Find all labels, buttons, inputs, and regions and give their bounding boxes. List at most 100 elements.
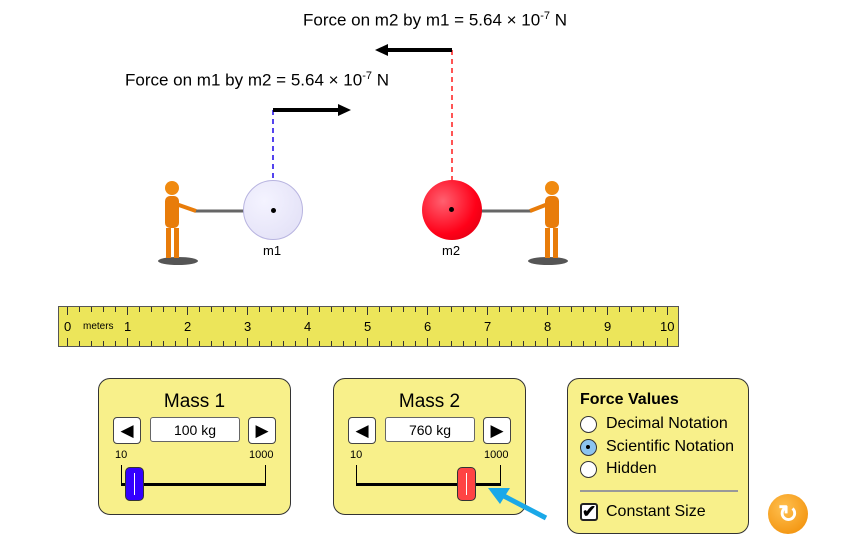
ruler-tick [487, 307, 488, 315]
ruler-tick [607, 338, 608, 346]
mass-2-ball[interactable] [422, 180, 482, 240]
ruler-tick [103, 341, 104, 346]
ruler-tick [655, 307, 656, 312]
hint-arrow-icon [488, 488, 548, 521]
ruler-tick [79, 341, 80, 346]
ruler-label: 10 [660, 319, 675, 334]
force-text: Force on m1 by m2 = 5.64 × 10 [125, 70, 363, 90]
mass-1-panel: Mass 1 ◀ 100 kg ▶ 10 1000 [98, 378, 291, 515]
constant-size-checkbox[interactable]: ✔ [580, 502, 598, 521]
ruler-label: 9 [604, 319, 612, 334]
ruler-tick [67, 307, 68, 315]
ruler-tick [583, 341, 584, 346]
decimal-notation-radio[interactable] [580, 416, 597, 433]
ruler-tick [91, 307, 92, 312]
simulation-scene [158, 44, 568, 265]
ruler-tick [175, 307, 176, 312]
slider-min-label: 10 [350, 449, 363, 461]
ruler-tick [667, 338, 668, 346]
ruler-tick [187, 307, 188, 315]
mass-1-label: m1 [263, 243, 282, 258]
ruler-tick [379, 307, 380, 312]
mass-2-label: m2 [442, 243, 461, 258]
ruler-tick [619, 341, 620, 346]
ruler-tick [319, 341, 320, 346]
ruler-label: 6 [424, 319, 432, 334]
ruler-tick [511, 307, 512, 312]
decrease-mass-2-button[interactable]: ◀ [348, 417, 376, 444]
decimal-notation-label[interactable]: Decimal Notation [606, 415, 728, 432]
ruler-tick [427, 307, 428, 315]
ruler-tick [475, 307, 476, 312]
ruler-tick [115, 307, 116, 312]
ruler-tick [427, 338, 428, 346]
ruler-tick [163, 307, 164, 312]
reset-icon: ↻ [777, 500, 799, 528]
force-text: Force on m2 by m1 = 5.64 × 10 [303, 10, 541, 30]
ruler-label: 4 [304, 319, 312, 334]
ruler-tick [439, 341, 440, 346]
ruler-tick [307, 338, 308, 346]
center-dot [271, 208, 276, 213]
ruler-tick [151, 341, 152, 346]
ruler-tick [67, 338, 68, 346]
ruler-tick [439, 307, 440, 312]
mass-1-value-field[interactable]: 100 kg [150, 417, 240, 442]
force-label-m1: Force on m1 by m2 = 5.64 × 10-7 N [125, 70, 389, 91]
slider-max-label: 1000 [484, 449, 509, 461]
ruler-tick [463, 341, 464, 346]
ruler-tick [595, 341, 596, 346]
ruler-label: 0 [64, 319, 72, 334]
ruler-tick [463, 307, 464, 312]
increase-mass-1-button[interactable]: ▶ [248, 417, 276, 444]
ruler-tick [199, 341, 200, 346]
hidden-label[interactable]: Hidden [606, 460, 657, 477]
ruler-tick [139, 341, 140, 346]
force-arrow-m2 [375, 44, 452, 56]
ruler-tick [547, 307, 548, 315]
ruler-tick [259, 341, 260, 346]
scientific-notation-radio[interactable] [580, 439, 597, 456]
ruler-tick [355, 341, 356, 346]
ruler-tick [223, 307, 224, 312]
ruler-tick [235, 307, 236, 312]
mass-2-slider-track[interactable] [356, 483, 501, 486]
ruler-tick [271, 307, 272, 312]
mass-1-ball[interactable] [243, 180, 303, 240]
ruler-label: 7 [484, 319, 492, 334]
scientific-notation-label[interactable]: Scientific Notation [606, 438, 735, 455]
ruler-tick [403, 307, 404, 312]
ruler-tick [391, 341, 392, 346]
ruler-label: 8 [544, 319, 552, 334]
ruler-tick [331, 341, 332, 346]
ruler-tick [211, 307, 212, 312]
decrease-mass-1-button[interactable]: ◀ [113, 417, 141, 444]
ruler-tick [559, 307, 560, 312]
ruler-tick [331, 307, 332, 312]
constant-size-label[interactable]: Constant Size [606, 503, 706, 520]
force-arrow-m1 [273, 104, 351, 116]
ruler-tick [583, 307, 584, 312]
mass-2-value-field[interactable]: 760 kg [385, 417, 475, 442]
ruler-tick [151, 307, 152, 312]
ruler-tick [295, 341, 296, 346]
ruler-tick [103, 307, 104, 312]
ruler-tick [115, 341, 116, 346]
ruler-tick [163, 341, 164, 346]
ruler-tick [475, 341, 476, 346]
center-dot [449, 207, 454, 212]
hidden-radio[interactable] [580, 461, 597, 478]
reset-button[interactable]: ↻ [768, 494, 808, 534]
panel-title: Force Values [580, 391, 679, 408]
mass-1-slider-track[interactable] [121, 483, 266, 486]
ruler-tick [367, 307, 368, 315]
ruler-label: 2 [184, 319, 192, 334]
puller-right-icon [528, 181, 568, 265]
slider-max-label: 1000 [249, 449, 274, 461]
ruler-tick [451, 307, 452, 312]
mass-1-slider-thumb[interactable] [125, 467, 145, 501]
increase-mass-2-button[interactable]: ▶ [483, 417, 511, 444]
ruler-tick [607, 307, 608, 315]
mass-2-slider-thumb[interactable] [456, 467, 476, 501]
